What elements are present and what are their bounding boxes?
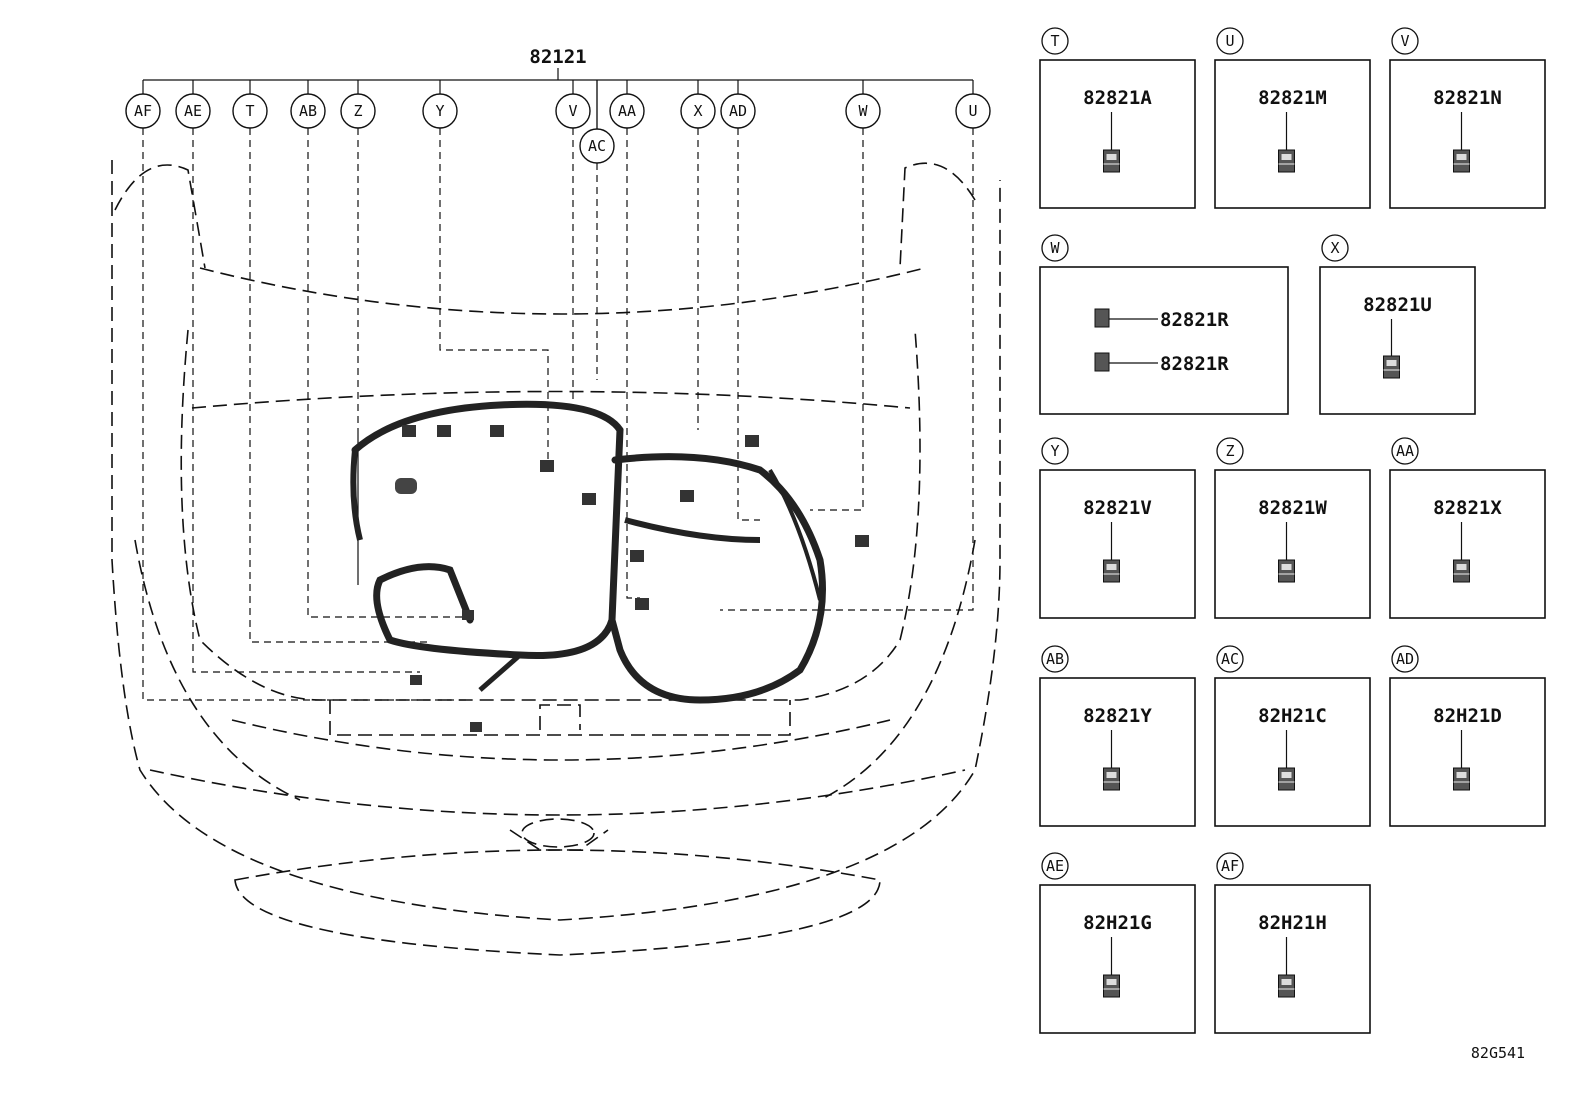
panel-key: T bbox=[1050, 32, 1059, 50]
callout-label: AB bbox=[299, 102, 317, 120]
part-number: 82821R bbox=[1160, 353, 1229, 375]
callout-label: T bbox=[245, 102, 254, 120]
callout-label: AC bbox=[588, 137, 606, 155]
panel-key: AF bbox=[1221, 857, 1239, 875]
panel-key: AA bbox=[1396, 442, 1414, 460]
connector-icon bbox=[1278, 974, 1295, 998]
panel-t: T 82821A bbox=[1039, 27, 1196, 209]
panel-key: AD bbox=[1396, 650, 1414, 668]
connector-icon bbox=[1103, 767, 1120, 791]
panel-z: Z 82821W bbox=[1214, 437, 1371, 619]
callout-ab: AB bbox=[290, 93, 326, 129]
callout-label: Y bbox=[435, 102, 444, 120]
callout-z: Z bbox=[340, 93, 376, 129]
connector-icon bbox=[1094, 308, 1110, 328]
part-number: 82821U bbox=[1363, 294, 1432, 316]
panel-y: Y 82821V bbox=[1039, 437, 1196, 619]
vehicle-outline bbox=[111, 160, 1001, 956]
connector-icon bbox=[1383, 355, 1400, 379]
callout-aa: AA bbox=[609, 93, 645, 129]
callout-label: AA bbox=[618, 102, 636, 120]
callout-ac: AC bbox=[579, 128, 615, 164]
callout-label: AD bbox=[729, 102, 747, 120]
part-number: 82821V bbox=[1083, 497, 1152, 519]
part-number: 82821W bbox=[1258, 497, 1327, 519]
connector-icon bbox=[1453, 767, 1470, 791]
connector-icon bbox=[1103, 149, 1120, 173]
part-number: 82821N bbox=[1433, 87, 1502, 109]
callout-label: W bbox=[858, 102, 868, 120]
callout-leaders bbox=[142, 68, 974, 701]
engine-wire-harness bbox=[350, 400, 869, 732]
panel-key: V bbox=[1400, 32, 1409, 50]
part-number: 82H21D bbox=[1433, 705, 1502, 727]
connector-icon bbox=[1453, 149, 1470, 173]
callout-x: X bbox=[680, 93, 716, 129]
callout-ae: AE bbox=[175, 93, 211, 129]
panel-key: Z bbox=[1225, 442, 1234, 460]
part-number: 82821M bbox=[1258, 87, 1327, 109]
panel-key: AB bbox=[1046, 650, 1064, 668]
callout-af: AF bbox=[125, 93, 161, 129]
panel-x: X 82821U bbox=[1319, 234, 1476, 415]
panel-ab: AB 82821Y bbox=[1039, 645, 1196, 827]
connector-icon bbox=[1103, 559, 1120, 583]
connector-icon bbox=[1453, 559, 1470, 583]
panel-key: Y bbox=[1050, 442, 1059, 460]
callout-label: X bbox=[693, 102, 702, 120]
panel-key: AE bbox=[1046, 857, 1064, 875]
connector-icon bbox=[1278, 149, 1295, 173]
panel-key: X bbox=[1330, 239, 1339, 257]
callout-ad: AD bbox=[720, 93, 756, 129]
callout-u: U bbox=[955, 93, 991, 129]
panel-v: V 82821N bbox=[1389, 27, 1546, 209]
callout-label: Z bbox=[353, 102, 362, 120]
part-number: 82821X bbox=[1433, 497, 1502, 519]
panel-ae: AE 82H21G bbox=[1039, 852, 1196, 1034]
panel-af: AF 82H21H bbox=[1214, 852, 1371, 1034]
connector-icon bbox=[1278, 767, 1295, 791]
part-number: 82H21C bbox=[1258, 705, 1327, 727]
figure-code: 82G541 bbox=[1471, 1044, 1525, 1062]
callout-label: AF bbox=[134, 102, 152, 120]
part-number: 82H21H bbox=[1258, 912, 1327, 934]
part-number: 82H21G bbox=[1083, 912, 1152, 934]
connector-icon bbox=[1278, 559, 1295, 583]
panel-aa: AA 82821X bbox=[1389, 437, 1546, 619]
panel-ad: AD 82H21D bbox=[1389, 645, 1546, 827]
callout-label: U bbox=[968, 102, 977, 120]
main-part-number: 82121 bbox=[529, 46, 586, 68]
part-number: 82821R bbox=[1160, 309, 1229, 331]
part-number: 82821A bbox=[1083, 87, 1152, 109]
panel-u: U 82821M bbox=[1214, 27, 1371, 209]
callout-label: AE bbox=[184, 102, 202, 120]
panel-key: U bbox=[1225, 32, 1234, 50]
panel-key: AC bbox=[1221, 650, 1239, 668]
connector-icon bbox=[1103, 974, 1120, 998]
callout-v: V bbox=[555, 93, 591, 129]
callout-label: V bbox=[568, 102, 577, 120]
callout-w: W bbox=[845, 93, 881, 129]
connector-icon bbox=[1094, 352, 1110, 372]
callout-t: T bbox=[232, 93, 268, 129]
callout-bubbles: AF AE T AB Z Y V AC AA X AD W U bbox=[125, 93, 991, 164]
callout-y: Y bbox=[422, 93, 458, 129]
panel-key: W bbox=[1050, 239, 1060, 257]
part-number: 82821Y bbox=[1083, 705, 1152, 727]
panel-ac: AC 82H21C bbox=[1214, 645, 1371, 827]
panel-w: W 82821R 82821R bbox=[1039, 234, 1289, 415]
detail-panels: T 82821A U 82821M V 82821N W 82821R 82821R X 82821… bbox=[1039, 27, 1546, 1034]
